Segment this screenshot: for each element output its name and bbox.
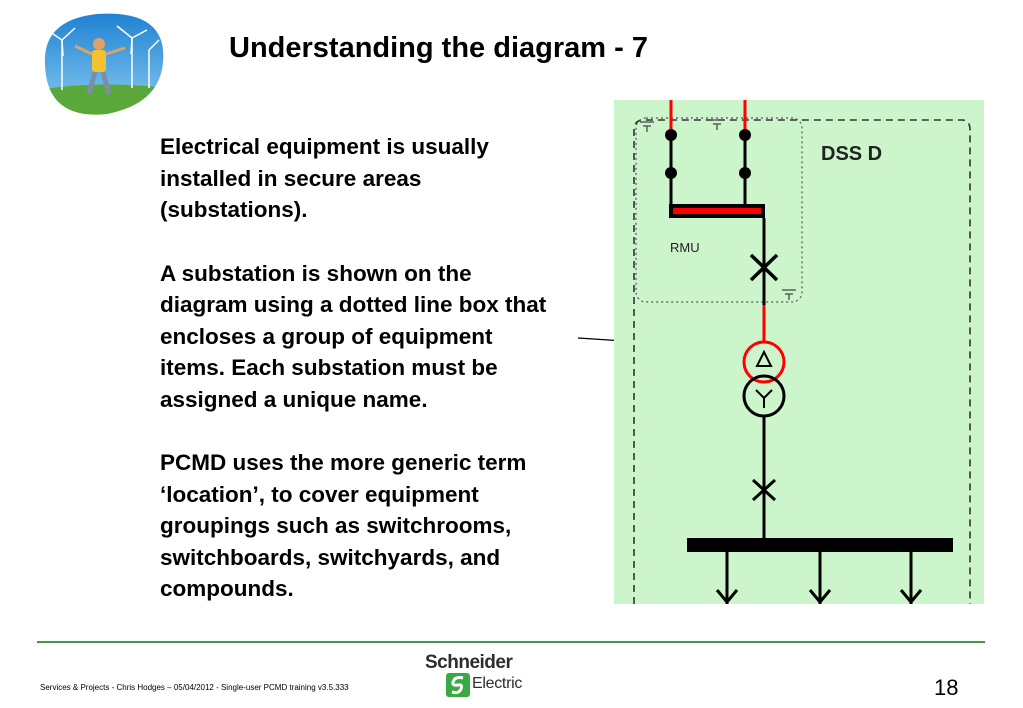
rmu-label: RMU	[670, 240, 700, 255]
footer-credits: Services & Projects - Chris Hodges – 05/…	[40, 683, 349, 692]
substation-boundary	[633, 119, 971, 604]
paragraph-location-term: PCMD uses the more generic term ‘locatio…	[160, 450, 527, 601]
slide-body: Electrical equipment is usually installe…	[160, 131, 620, 637]
brand-name: Schneider	[425, 652, 513, 673]
page-number: 18	[934, 675, 959, 700]
slide-title: Understanding the diagram - 7	[229, 32, 648, 64]
substation-diagram: DSS D RMU	[614, 100, 984, 604]
diagram-background	[614, 100, 984, 604]
paragraph-dotted-box: A substation is shown on the diagram usi…	[160, 260, 547, 412]
person-wind-turbines-photo-icon	[44, 13, 164, 115]
schneider-electric-logo-icon	[446, 673, 470, 697]
substation-label: DSS D	[821, 143, 882, 165]
brand-subtitle: Electric	[472, 675, 523, 692]
footer-divider	[37, 641, 985, 643]
paragraph-secure-areas: Electrical equipment is usually installe…	[160, 134, 489, 222]
